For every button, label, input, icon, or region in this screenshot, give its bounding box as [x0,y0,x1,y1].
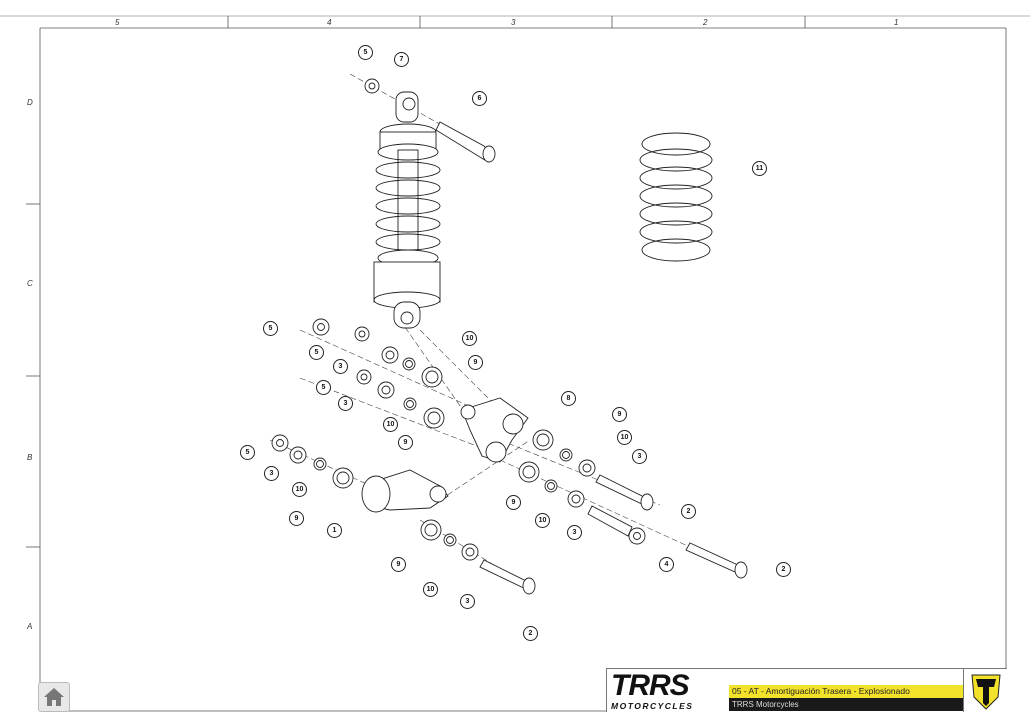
part-callout: 10 [423,582,438,597]
part-callout: 4 [659,557,674,572]
part-callout: 5 [316,380,331,395]
ruler-column-2: 2 [703,18,708,27]
part-callout: 11 [752,161,767,176]
title-block: TRRS MOTORCYCLES 05 - AT - Amortiguación… [606,668,1007,712]
ruler-column-1: 1 [894,18,899,27]
part-callout: 9 [468,355,483,370]
part-callout: 10 [462,331,477,346]
part-callout: 7 [394,52,409,67]
part-callout: 9 [398,435,413,450]
small-parts [271,318,748,595]
part-callout: 5 [309,345,324,360]
linkages [361,397,529,513]
ruler-row-d: D [27,98,33,107]
part-callout: 5 [358,45,373,60]
part-callout: 5 [240,445,255,460]
company-name: TRRS Motorcycles [729,698,963,711]
part-callout: 3 [338,396,353,411]
part-callout: 10 [617,430,632,445]
ruler-column-3: 3 [511,18,516,27]
part-callout: 3 [264,466,279,481]
centerlines [269,73,741,591]
part-callout: 1 [327,523,342,538]
trrs-logo: TRRS MOTORCYCLES [611,669,694,712]
ruler-column-5: 5 [115,18,120,27]
ruler-row-c: C [27,279,33,288]
part-callout: 8 [561,391,576,406]
part-callout: 9 [289,511,304,526]
part-callout: 6 [472,91,487,106]
shock-absorber [364,78,496,329]
part-callout: 3 [567,525,582,540]
home-icon [44,688,64,706]
part-callout: 3 [333,359,348,374]
part-callout: 2 [776,562,791,577]
ruler-row-b: B [27,453,33,462]
part-callout: 2 [681,504,696,519]
shield-logo-icon [963,669,1008,712]
part-callout: 9 [506,495,521,510]
part-callout: 2 [523,626,538,641]
ruler-row-a: A [27,622,33,631]
part-callout: 5 [263,321,278,336]
sheet-frame [0,15,1030,712]
part-callout: 10 [535,513,550,528]
part-callout: 10 [383,417,398,432]
part-callout: 3 [632,449,647,464]
spring [639,132,713,262]
ruler-column-4: 4 [327,18,332,27]
part-callout: 10 [292,482,307,497]
drawing-title: 05 - AT - Amortiguación Trasera - Explos… [729,685,963,698]
part-callout: 9 [391,557,406,572]
part-callout: 3 [460,594,475,609]
home-button[interactable] [38,682,70,712]
part-callout: 9 [612,407,627,422]
